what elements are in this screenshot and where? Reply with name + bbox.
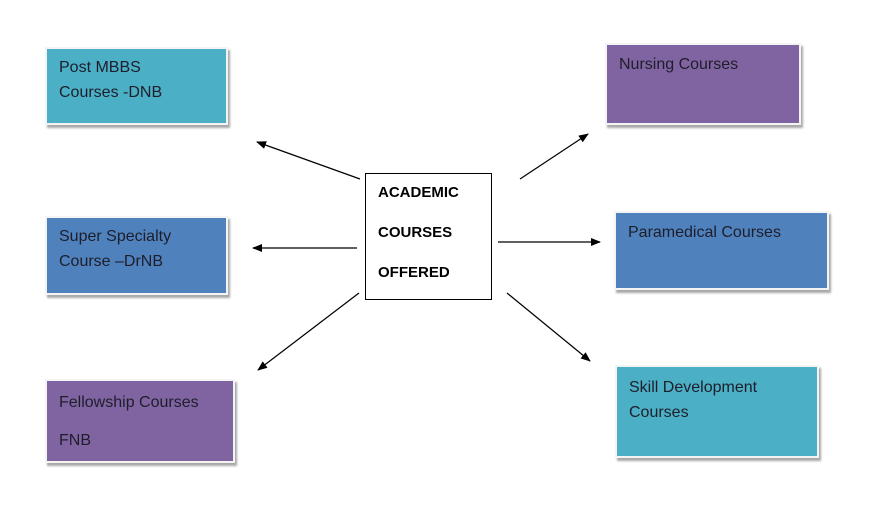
skill-development-node: Skill Development Courses <box>615 365 819 458</box>
fellowship-line-2: FNB <box>59 432 91 449</box>
post-mbbs-node: Post MBBS Courses -DNB <box>45 47 228 125</box>
skill-development-line-2: Courses <box>629 404 689 421</box>
skill-development-line-1: Skill Development <box>629 379 758 396</box>
academic-courses-offered-node: ACADEMIC COURSES OFFERED <box>365 173 492 300</box>
paramedical-line-1: Paramedical Courses <box>628 224 781 241</box>
fellowship-node: Fellowship Courses FNB <box>45 379 235 463</box>
center-line-3: OFFERED <box>378 264 450 281</box>
post-mbbs-line-1: Post MBBS <box>59 59 141 76</box>
nursing-line-1: Nursing Courses <box>619 56 739 73</box>
arrow-to-skill-development <box>506 292 591 362</box>
arrow-to-fellowship <box>257 292 360 371</box>
center-line-2: COURSES <box>378 224 453 241</box>
center-line-1: ACADEMIC <box>378 184 459 201</box>
super-specialty-line-2: Course –DrNB <box>59 253 164 270</box>
nursing-node: Nursing Courses <box>605 43 801 125</box>
arrow-to-post-mbbs <box>256 141 361 180</box>
post-mbbs-line-2: Courses -DNB <box>59 84 163 101</box>
paramedical-node: Paramedical Courses <box>614 211 829 290</box>
super-specialty-node: Super Specialty Course –DrNB <box>45 216 228 295</box>
fellowship-line-1: Fellowship Courses <box>59 394 199 411</box>
super-specialty-line-1: Super Specialty <box>59 228 172 245</box>
arrow-to-nursing <box>519 133 589 180</box>
